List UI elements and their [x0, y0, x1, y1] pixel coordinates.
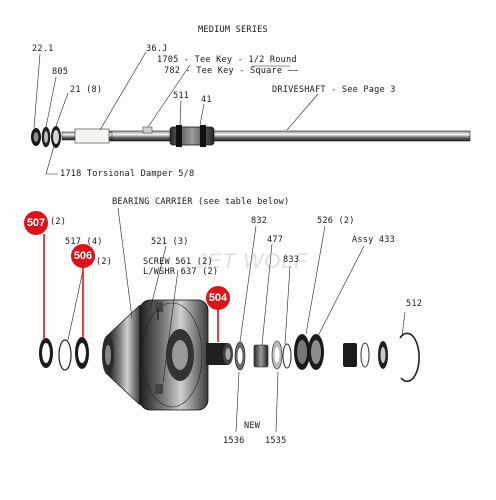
callout-leaders — [43, 234, 219, 342]
bearing-526 — [294, 334, 324, 370]
label-lwshr-637: L/WSHR 637 (2) — [143, 267, 219, 277]
label-521: 521 (3) — [151, 237, 189, 247]
callout-507-badge: 507 — [24, 211, 48, 235]
label-1536: 1536 — [223, 436, 245, 446]
driveshaft — [61, 126, 471, 144]
bushing-832 — [253, 344, 269, 368]
callout-506-badge: 506 — [71, 244, 95, 268]
callout-504-badge: 504 — [206, 286, 230, 310]
label-782: 782 - Tee Key - Square —— — [164, 66, 299, 76]
bottom-leader-lines — [67, 207, 406, 433]
label-driveshaft: DRIVESHAFT - See Page 3 — [272, 85, 396, 95]
label-833: 833 — [283, 255, 300, 265]
label-assy-433: Assy 433 — [352, 235, 395, 245]
label-21: 21 (8) — [70, 85, 103, 95]
ring-477-1535 — [271, 340, 283, 370]
label-1718: 1718 Torsional Damper 5/8 — [60, 169, 195, 179]
seal-504 — [206, 343, 233, 365]
snap-ring-512 — [399, 332, 420, 383]
ring-833 — [282, 343, 292, 369]
coupling-511-41 — [169, 125, 215, 147]
label-805: 805 — [52, 67, 69, 77]
top-leader-lines — [33, 51, 319, 175]
label-1705: 1705 - Tee Key - 1/2 Round — [157, 55, 297, 65]
page-title: MEDIUM SERIES — [198, 25, 268, 35]
label-477: 477 — [267, 235, 284, 245]
label-506-qty: (2) — [96, 257, 113, 267]
damper-stack — [31, 126, 61, 148]
assy-433 — [343, 341, 388, 369]
watermark: JET WOLF — [196, 250, 308, 273]
label-832: 832 — [251, 216, 268, 226]
label-bearing-carrier: BEARING CARRIER (see table below) — [112, 197, 290, 207]
bearing-carrier — [102, 299, 209, 411]
label-22-1: 22.1 — [32, 44, 54, 54]
label-526: 526 (2) — [317, 216, 355, 226]
label-1535: 1535 — [265, 436, 287, 446]
ring-507 — [39, 338, 53, 368]
label-41: 41 — [201, 95, 212, 105]
label-517: 517 (4) — [65, 237, 103, 247]
ring-506 — [75, 337, 89, 369]
label-512: 512 — [406, 299, 423, 309]
label-511: 511 — [173, 91, 190, 101]
washer-1536 — [234, 341, 246, 371]
ring-517 — [58, 339, 72, 371]
label-new: NEW — [244, 421, 261, 431]
label-507-qty: (2) — [50, 217, 67, 227]
label-screw-561: SCREW 561 (2) — [143, 257, 213, 267]
label-36: 36.J — [146, 44, 168, 54]
